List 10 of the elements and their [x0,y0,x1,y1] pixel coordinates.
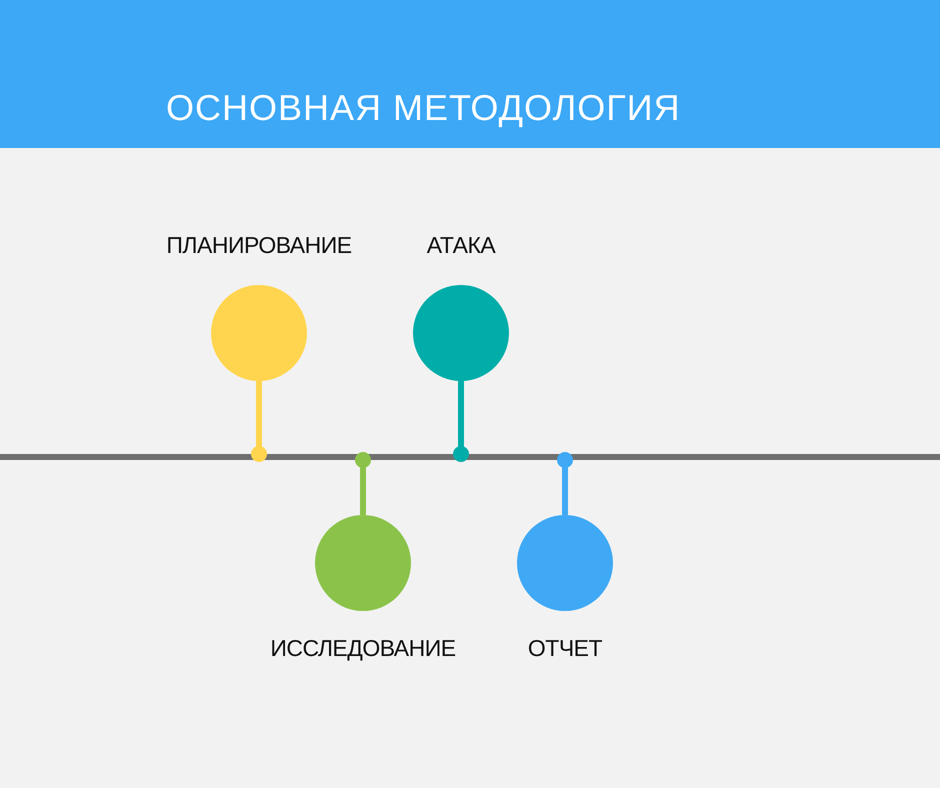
stage-label: ПЛАНИРОВАНИЕ [166,231,352,260]
stage-label: АТАКА [426,231,496,260]
pin-connector [557,452,573,515]
stage-label: ИССЛЕДОВАНИЕ [270,634,456,663]
timeline-bar [0,454,940,460]
pin-connector [355,452,371,515]
stage-label: ОТЧЕТ [528,634,602,663]
pin-connector [453,381,469,462]
title: ОСНОВНАЯ МЕТОДОЛОГИЯ [166,86,681,130]
pin-connector [251,381,267,462]
